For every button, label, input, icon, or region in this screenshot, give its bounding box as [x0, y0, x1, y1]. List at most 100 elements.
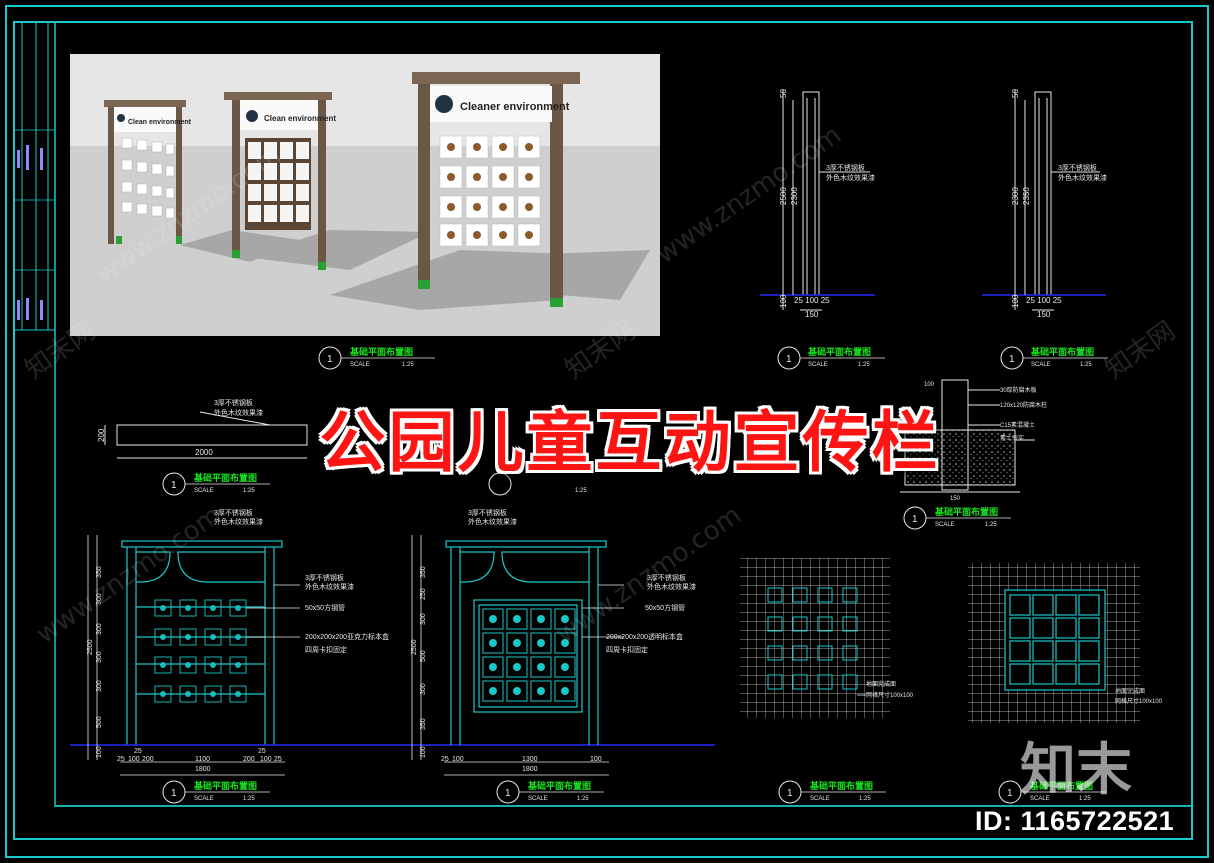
svg-text:30厚防腐木板: 30厚防腐木板 [1000, 386, 1037, 394]
render-sign-large-heading: Cleaner environment [460, 101, 570, 113]
svg-text:SCALE: SCALE [1031, 362, 1051, 368]
render-sign-small: Clean environment [104, 100, 192, 244]
svg-text:300: 300 [96, 651, 103, 663]
svg-text:SCALE: SCALE [1030, 796, 1050, 802]
svg-text:2500: 2500 [87, 639, 94, 655]
svg-text:基础平面布置图: 基础平面布置图 [1030, 346, 1094, 357]
svg-text:150: 150 [950, 496, 961, 502]
svg-text:3厚不锈钢板: 3厚不锈钢板 [468, 508, 507, 517]
svg-text:25: 25 [441, 756, 449, 763]
svg-text:1:25: 1:25 [985, 522, 997, 528]
render-image: Clean environment Clean environment [70, 54, 660, 336]
svg-text:100: 100 [590, 756, 602, 763]
svg-text:200x200x200亚克力标本盒: 200x200x200亚克力标本盒 [305, 632, 389, 641]
svg-text:3厚不锈钢板: 3厚不锈钢板 [305, 573, 344, 582]
svg-text:1: 1 [505, 788, 511, 799]
svg-text:3厚不锈钢板: 3厚不锈钢板 [1058, 163, 1097, 172]
svg-text:1:25: 1:25 [1079, 796, 1091, 802]
svg-text:SCALE: SCALE [810, 796, 830, 802]
svg-text:1800: 1800 [522, 766, 538, 773]
svg-text:网格尺寸100x100: 网格尺寸100x100 [866, 691, 914, 699]
svg-text:SCALE: SCALE [528, 796, 548, 802]
side-elevation-2-dims: 50 2300 2350 100 25 100 25 150 3厚不锈钢板 外色… [1011, 89, 1107, 319]
svg-text:素土夯实: 素土夯实 [1000, 434, 1024, 442]
svg-text:1100: 1100 [195, 756, 210, 763]
svg-text:外色木纹效果漆: 外色木纹效果漆 [826, 173, 875, 182]
front-elevation-b-text: 2500 350 250 300 500 300 350 100 25 100 … [411, 508, 696, 773]
svg-text:外色木纹效果漆: 外色木纹效果漆 [214, 517, 263, 526]
svg-text:1:25: 1:25 [575, 488, 587, 494]
svg-text:3厚不锈钢板: 3厚不锈钢板 [214, 508, 253, 517]
svg-text:100: 100 [260, 756, 272, 763]
svg-text:1: 1 [1007, 788, 1013, 799]
svg-text:2500: 2500 [779, 187, 788, 205]
svg-text:1: 1 [171, 788, 177, 799]
svg-text:200: 200 [243, 756, 255, 763]
svg-text:25 100 25: 25 100 25 [1026, 296, 1062, 305]
svg-text:地面完成面: 地面完成面 [1115, 687, 1145, 695]
svg-text:四周卡扣固定: 四周卡扣固定 [606, 645, 648, 654]
svg-text:200: 200 [97, 428, 106, 442]
svg-text:2500: 2500 [411, 639, 418, 655]
brand-logo: 知末 [1020, 738, 1132, 803]
svg-text:基础平面布置图: 基础平面布置图 [809, 780, 873, 791]
svg-text:基础平面布置图: 基础平面布置图 [934, 506, 998, 517]
svg-text:基础平面布置图: 基础平面布置图 [807, 346, 871, 357]
svg-text:SCALE: SCALE [194, 488, 214, 494]
svg-text:外色木纹效果漆: 外色木纹效果漆 [468, 517, 517, 526]
svg-text:350: 350 [96, 566, 103, 578]
svg-text:300: 300 [420, 683, 427, 695]
front-elevation-a-text: 2500 350 300 300 300 300 500 100 25 25 2… [87, 508, 389, 773]
svg-text:100: 100 [128, 756, 140, 763]
svg-text:25: 25 [258, 748, 266, 755]
front-elevation-b-boxes [482, 608, 576, 702]
svg-text:1:25: 1:25 [1080, 362, 1092, 368]
render-sign-large: Cleaner environment [412, 72, 580, 307]
svg-text:1:25: 1:25 [577, 796, 589, 802]
svg-text:100: 100 [924, 382, 935, 388]
svg-text:外色木纹效果漆: 外色木纹效果漆 [214, 408, 263, 417]
svg-text:50: 50 [1011, 89, 1020, 98]
svg-text:1: 1 [1009, 354, 1015, 365]
svg-text:120x120防腐木柱: 120x120防腐木柱 [1000, 401, 1047, 409]
svg-text:1: 1 [912, 514, 918, 525]
svg-text:基础平面布置图: 基础平面布置图 [349, 346, 413, 357]
svg-text:500: 500 [420, 650, 427, 662]
svg-text:1: 1 [171, 480, 177, 491]
front-elevation-a [121, 540, 283, 745]
svg-text:50x50方钢管: 50x50方钢管 [305, 603, 345, 612]
svg-text:基础平面布置图: 基础平面布置图 [527, 780, 591, 791]
svg-text:100: 100 [452, 756, 464, 763]
svg-text:300: 300 [96, 593, 103, 605]
svg-text:2000: 2000 [195, 448, 213, 457]
svg-text:100: 100 [420, 746, 427, 758]
front-elevation-b-dims [411, 535, 624, 776]
svg-text:SCALE: SCALE [808, 362, 828, 368]
grid-plan-a: 地面完成面 网格尺寸100x100 [740, 558, 914, 718]
svg-text:2300: 2300 [1011, 187, 1020, 205]
svg-text:四周卡扣固定: 四周卡扣固定 [305, 645, 347, 654]
render-sign-small-heading: Clean environment [128, 119, 192, 126]
svg-text:地面完成面: 地面完成面 [866, 680, 896, 688]
svg-text:外色木纹效果漆: 外色木纹效果漆 [647, 582, 696, 591]
svg-text:2350: 2350 [1022, 187, 1031, 205]
svg-text:25: 25 [274, 756, 282, 763]
svg-text:150: 150 [805, 310, 819, 319]
render-sign-medium-heading: Clean environment [264, 114, 336, 123]
svg-text:200: 200 [142, 756, 154, 763]
svg-text:100: 100 [1011, 294, 1020, 308]
svg-text:50: 50 [779, 89, 788, 98]
page-title: 公园儿童互动宣传栏 [319, 404, 941, 481]
front-elevation-b [445, 540, 607, 745]
svg-text:300: 300 [96, 623, 103, 635]
svg-text:基础平面布置图: 基础平面布置图 [1029, 780, 1093, 791]
front-elevation-a-boxes [154, 599, 247, 703]
svg-text:网格尺寸100x100: 网格尺寸100x100 [1115, 697, 1163, 705]
title-callouts: 1 基础平面布置图 SCALE 1:25 1 基础平面布置图 SCALE 1:2… [162, 346, 1108, 804]
svg-text:25: 25 [134, 748, 142, 755]
svg-text:100: 100 [779, 294, 788, 308]
id-label: ID: 1165722521 [975, 806, 1175, 836]
svg-text:1800: 1800 [195, 766, 211, 773]
svg-text:基础平面布置图: 基础平面布置图 [193, 472, 257, 483]
svg-text:1:25: 1:25 [858, 362, 870, 368]
